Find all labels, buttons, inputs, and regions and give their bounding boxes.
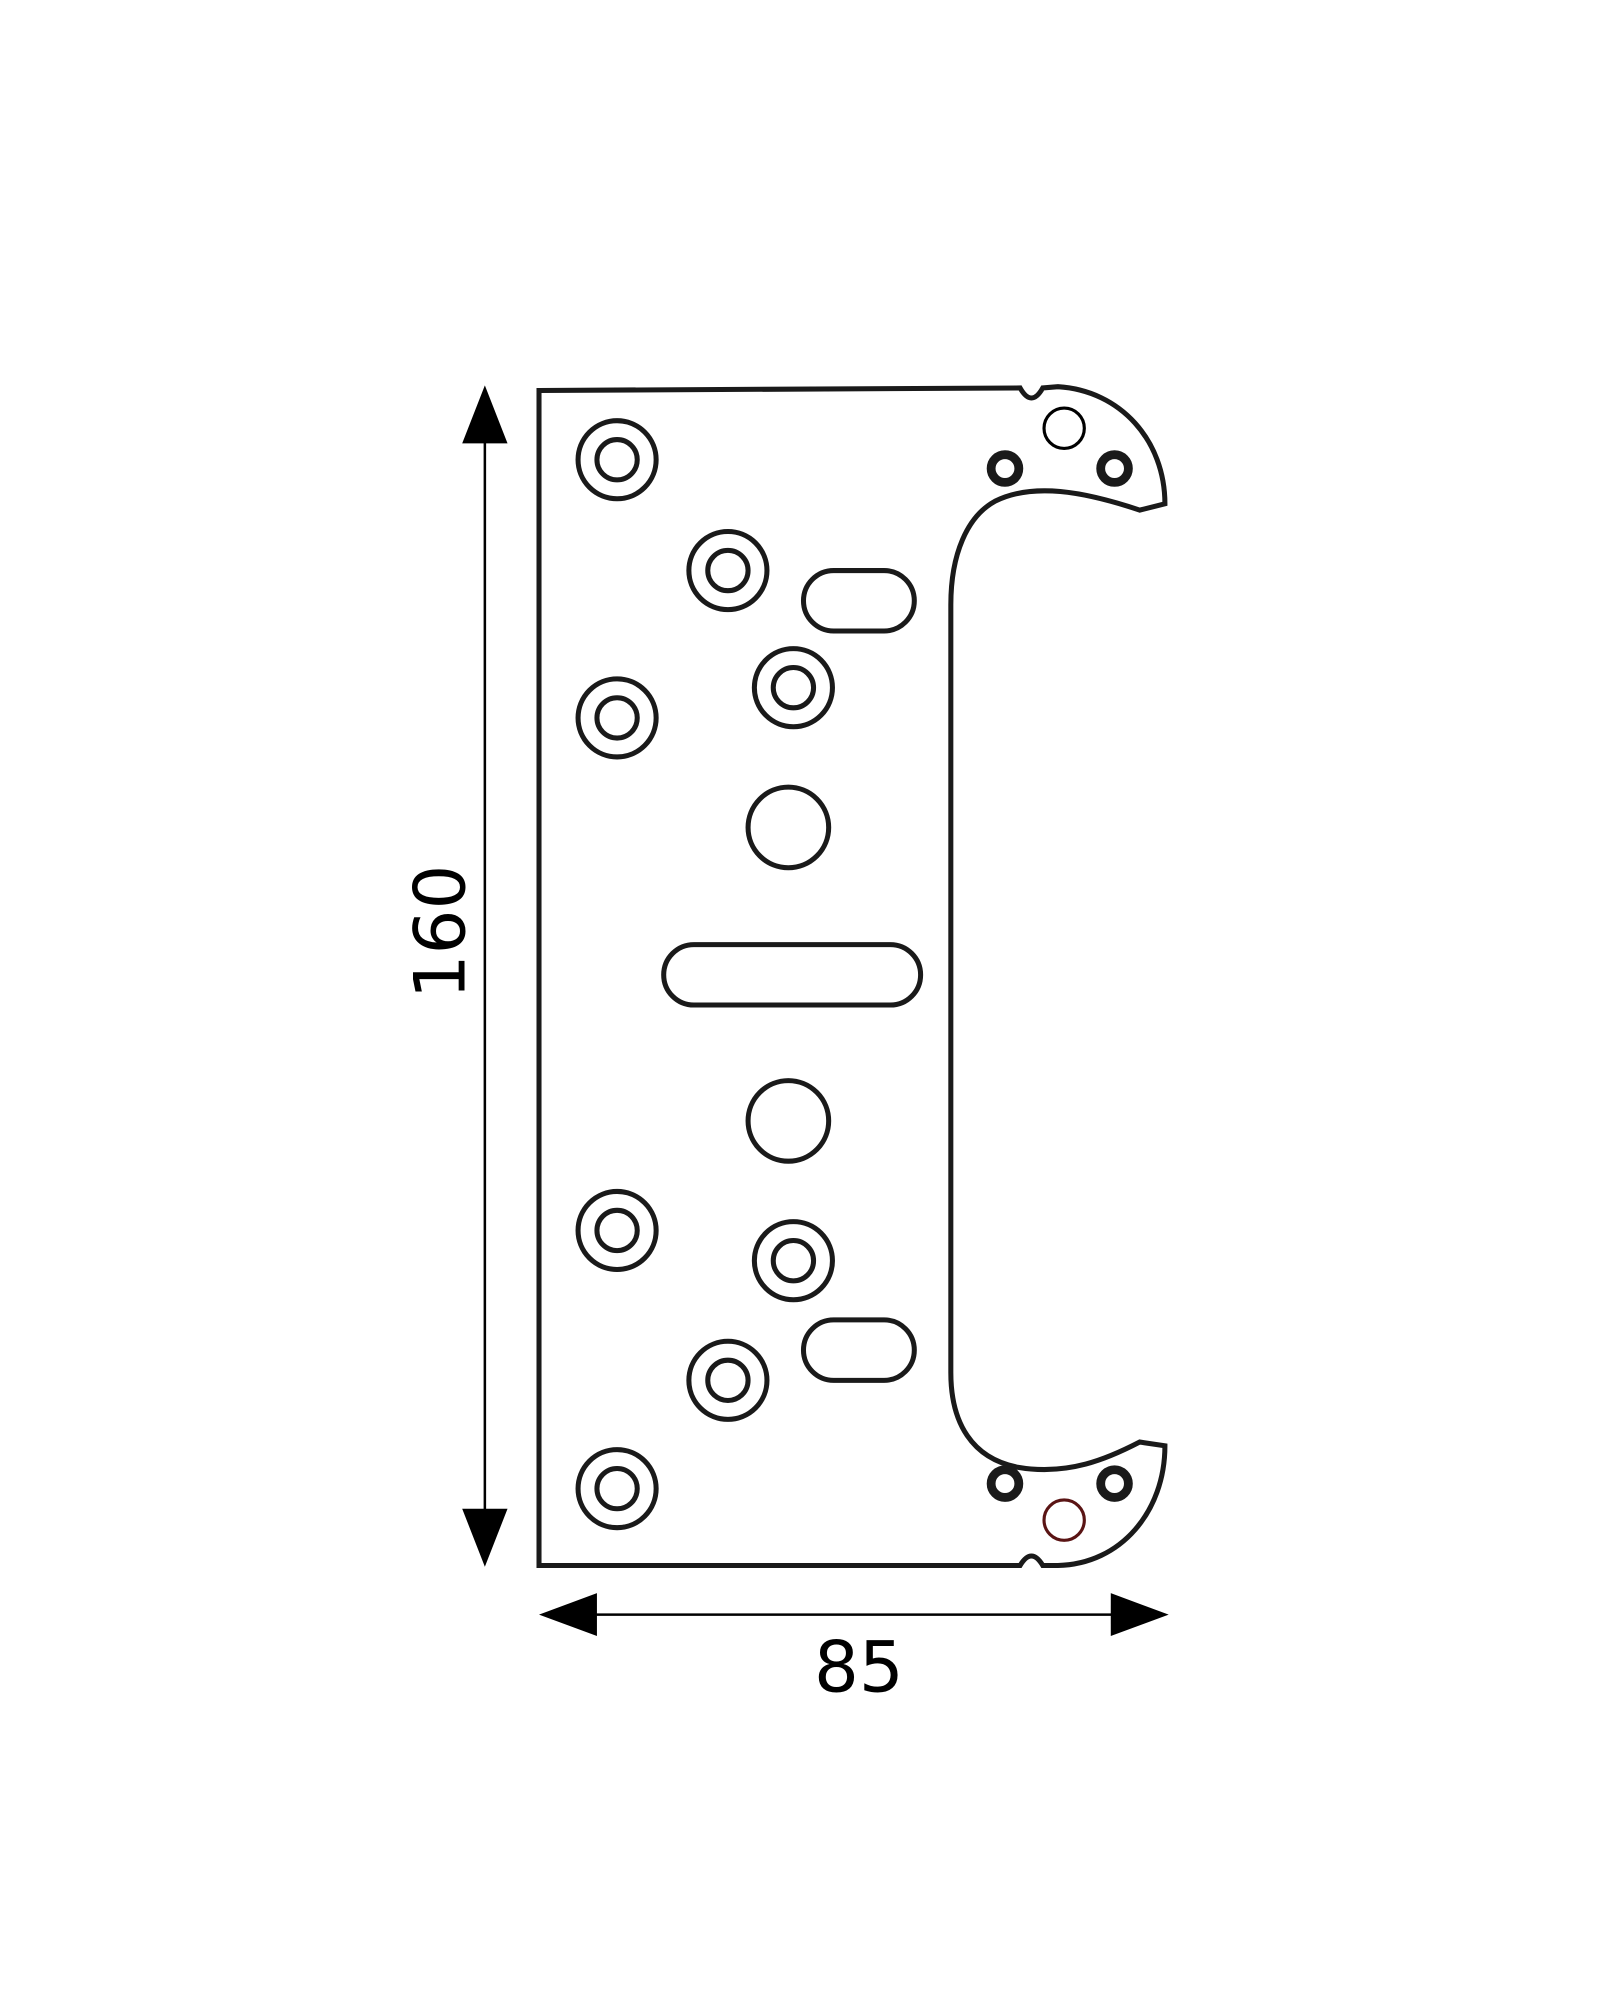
- ring-hole-outer: [575, 418, 659, 502]
- arrow-up-icon: [462, 385, 508, 444]
- large-hole-top: [745, 784, 832, 871]
- height-label: 160: [400, 865, 482, 1000]
- ring-hole-inner: [770, 665, 817, 711]
- ring-hole-outer: [751, 646, 835, 730]
- marker-circle-top: [1042, 406, 1086, 450]
- ring-hole-outer: [575, 676, 659, 760]
- ring-hole-inner: [705, 1357, 751, 1403]
- ring-hole-outer: [575, 1447, 659, 1531]
- slot-top: [800, 568, 917, 634]
- ring-hole-inner: [594, 695, 640, 741]
- ring-hole-outer: [686, 528, 770, 613]
- arrow-down-icon: [462, 1508, 508, 1567]
- slot-bottom: [800, 1317, 917, 1383]
- width-dimension: 85: [539, 1593, 1169, 1708]
- small-hole: [1096, 450, 1133, 487]
- ring-hole-outer: [575, 1188, 659, 1273]
- small-hole: [986, 1465, 1024, 1502]
- slot-center: [661, 942, 924, 1008]
- small-hole: [986, 450, 1024, 487]
- small-hole: [1096, 1465, 1133, 1502]
- marker-circle-bottom: [1042, 1498, 1086, 1542]
- ring-hole-inner: [770, 1238, 817, 1284]
- ring-hole-inner: [705, 547, 751, 594]
- ring-hole-inner: [594, 1465, 640, 1512]
- small-holes: [986, 450, 1133, 1502]
- height-dimension: 160: [400, 385, 508, 1567]
- ring-hole-outer: [751, 1219, 835, 1303]
- ring-hole-outer: [686, 1338, 770, 1422]
- large-hole-bottom: [745, 1078, 832, 1164]
- arrow-left-icon: [539, 1593, 597, 1636]
- ring-hole-inner: [594, 1207, 640, 1254]
- plate-outline: [536, 384, 1168, 1568]
- width-label: 85: [814, 1626, 904, 1708]
- arrow-right-icon: [1110, 1593, 1169, 1636]
- screw-hole-rings: [575, 418, 835, 1531]
- ring-hole-inner: [594, 437, 640, 483]
